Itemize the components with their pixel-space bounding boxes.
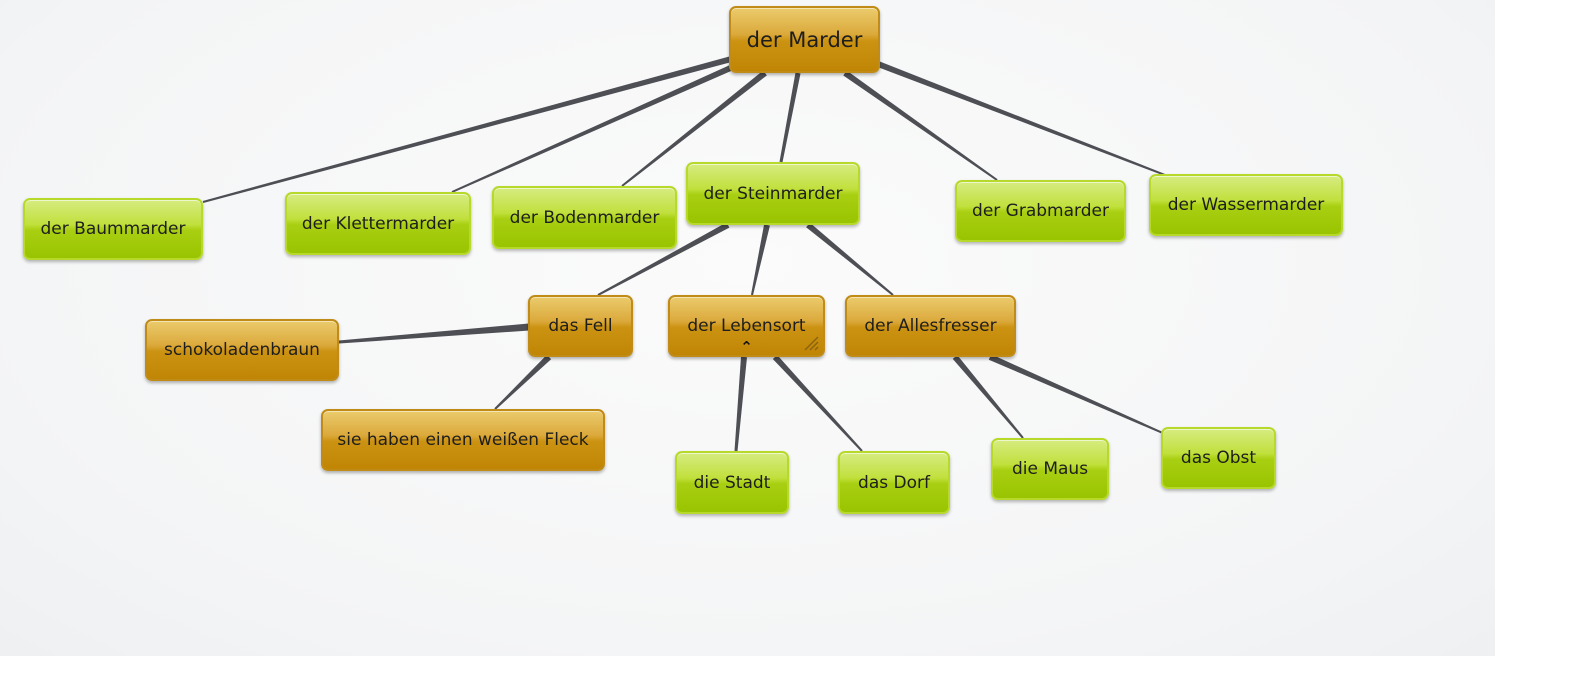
node-label: das Dorf [858,472,930,493]
node-der-grabmarder[interactable]: der Grabmarder [955,180,1126,242]
connector-line [876,61,1166,176]
node-der-lebensort[interactable]: der Lebensort ⌃ [668,295,825,357]
connector-line [806,222,894,296]
connector-line [843,70,998,181]
connector-line [988,354,1166,435]
mind-map-canvas[interactable]: der Marder der Baummarder der Klettermar… [0,0,1495,656]
connector-line [751,224,770,296]
node-label: das Obst [1180,448,1257,468]
node-der-baummarder[interactable]: der Baummarder [23,198,203,260]
node-der-wassermarder[interactable]: der Wassermarder [1149,174,1343,236]
node-label: der Wassermarder [1167,195,1325,215]
node-die-stadt[interactable]: die Stadt [675,451,789,514]
node-label: die Maus [1011,459,1089,479]
node-label: der Klettermarder [301,213,455,234]
node-die-maus[interactable]: die Maus [991,438,1109,500]
node-weisser-fleck[interactable]: sie haben einen weißen Fleck [321,409,605,471]
connector-line [202,55,736,203]
node-das-obst[interactable]: das Obst [1161,427,1276,489]
node-label: der Steinmarder [703,183,843,204]
connector-line [451,63,737,193]
node-label: der Baummarder [40,219,186,239]
connector-line [494,354,552,410]
connector-line [597,222,730,296]
node-der-allesfresser[interactable]: der Allesfresser [845,295,1016,357]
node-label: der Bodenmarder [509,207,660,228]
node-der-bodenmarder[interactable]: der Bodenmarder [492,186,677,249]
node-label: die Stadt [693,472,771,493]
connector-line [338,323,530,344]
connector-line [779,72,801,163]
resize-grip-icon[interactable] [801,333,819,351]
node-der-marder[interactable]: der Marder [729,6,880,73]
connector-line [734,356,747,452]
node-der-steinmarder[interactable]: der Steinmarder [686,162,860,225]
connector-line [621,70,767,187]
node-das-dorf[interactable]: das Dorf [838,451,950,514]
node-label: sie haben einen weißen Fleck [337,430,589,450]
connector-line [772,355,863,452]
node-label: der Lebensort [687,316,806,336]
node-schokoladenbraun[interactable]: schokoladenbraun [145,319,339,381]
node-der-klettermarder[interactable]: der Klettermarder [285,192,471,255]
node-label: der Grabmarder [972,201,1109,221]
connector-line [952,355,1024,439]
node-label: schokoladenbraun [164,340,320,360]
node-label: der Marder [746,27,863,52]
chevron-up-icon[interactable]: ⌃ [740,338,753,356]
connector-lines [202,55,1166,452]
node-label: der Allesfresser [864,316,997,336]
node-das-fell[interactable]: das Fell [528,295,633,357]
node-label: das Fell [548,316,613,336]
